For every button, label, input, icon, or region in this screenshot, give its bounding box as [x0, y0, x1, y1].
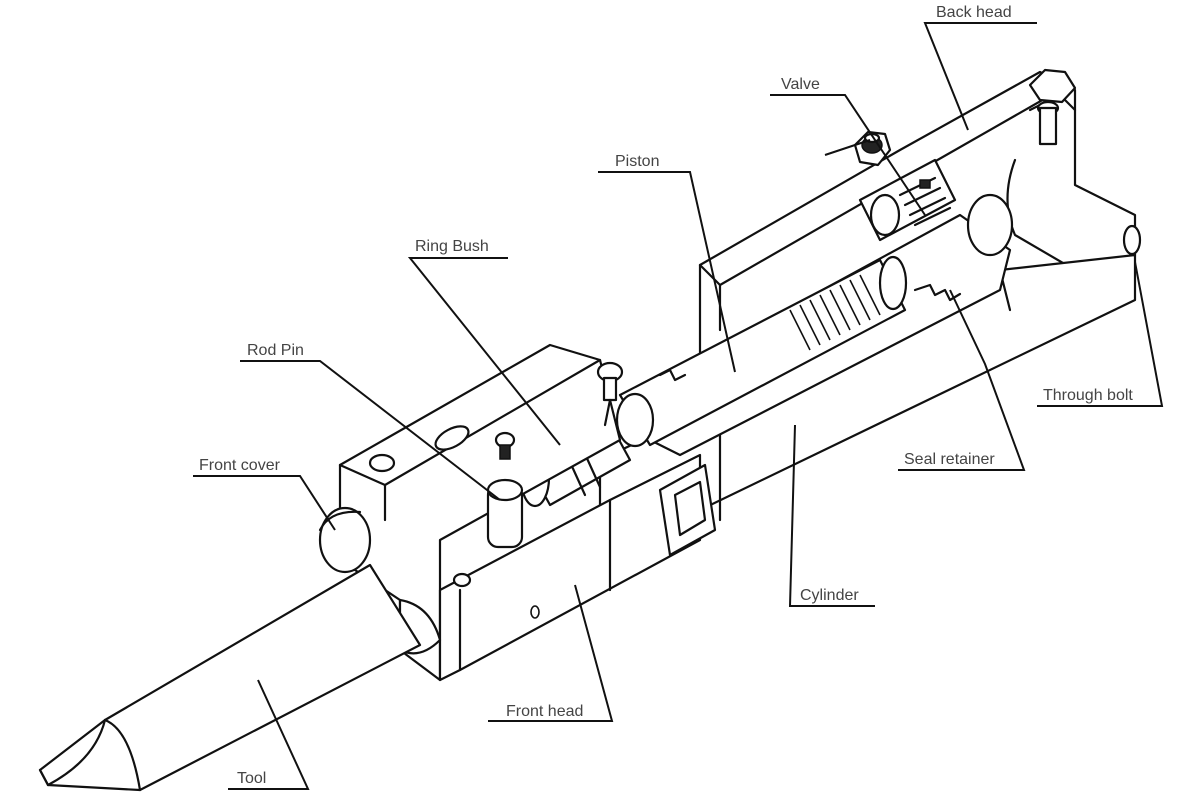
- valve-assembly: [858, 158, 957, 242]
- callout-front-head: Front head: [488, 584, 614, 722]
- callout-cylinder: Cylinder: [788, 424, 875, 607]
- callout-front-cover: Front cover: [193, 457, 336, 531]
- callout-through-bolt: Through bolt: [1037, 261, 1164, 407]
- label-rod-pin: Rod Pin: [247, 342, 304, 359]
- seal-retainer: [658, 283, 962, 382]
- tool-chisel: [38, 563, 422, 792]
- label-ring-bush: Ring Bush: [415, 238, 489, 255]
- callout-back-head: Back head: [923, 4, 1037, 131]
- callout-piston: Piston: [598, 153, 736, 373]
- piston: [615, 255, 908, 448]
- callout-rod-pin: Rod Pin: [240, 342, 501, 501]
- front-head: [338, 343, 717, 682]
- label-piston: Piston: [615, 153, 659, 170]
- label-through-bolt: Through bolt: [1043, 387, 1133, 404]
- rod-pin: [486, 478, 524, 549]
- label-front-cover: Front cover: [199, 457, 281, 474]
- callout-tool: Tool: [228, 679, 310, 790]
- label-seal-retainer: Seal retainer: [904, 451, 995, 468]
- grease-fittings: [494, 361, 624, 460]
- label-front-head: Front head: [506, 703, 583, 720]
- callout-seal-retainer: Seal retainer: [898, 289, 1026, 471]
- through-bolt-nut: [1028, 68, 1142, 256]
- front-cover: [318, 506, 372, 574]
- callout-valve: Valve: [770, 76, 926, 216]
- label-tool: Tool: [237, 770, 266, 787]
- label-valve: Valve: [781, 76, 820, 93]
- callout-ring-bush: Ring Bush: [407, 238, 561, 446]
- label-cylinder: Cylinder: [800, 587, 859, 604]
- label-back-head: Back head: [936, 4, 1012, 21]
